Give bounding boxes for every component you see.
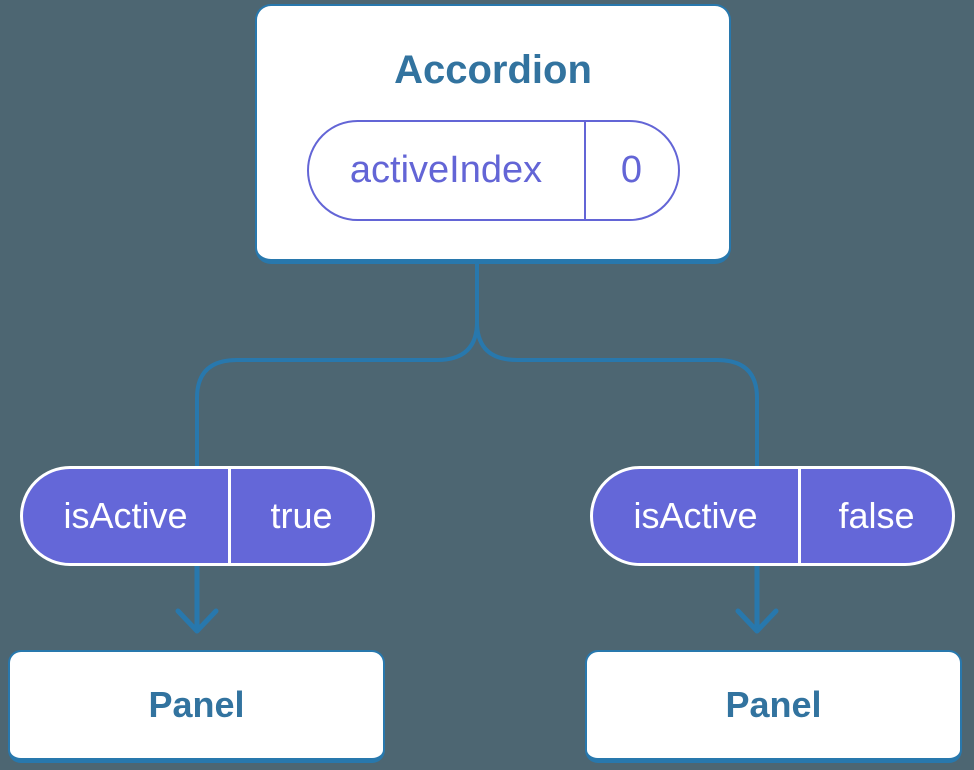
connector-right-branch [475,260,759,466]
prop-value: 0 [620,149,643,191]
down-arrow-right-icon [735,608,779,634]
down-arrow-left-icon [175,608,219,634]
prop-value: false [838,495,915,536]
panel-label: Panel [725,684,822,725]
active-index-pill: activeIndex 0 [306,120,680,221]
prop-name: activeIndex [309,122,586,219]
connector-left-branch [195,260,479,466]
is-active-pill-right: isActive false [590,466,955,566]
prop-name: isActive [23,469,231,563]
panel-card-right: Panel [585,650,962,763]
is-active-pill-left: isActive true [20,466,375,566]
prop-value: true [270,495,333,536]
panel-label: Panel [148,684,245,725]
panel-card-left: Panel [8,650,385,763]
accordion-card: Accordion activeIndex 0 [255,4,731,264]
accordion-title: Accordion [394,48,592,92]
prop-name: isActive [593,469,801,563]
